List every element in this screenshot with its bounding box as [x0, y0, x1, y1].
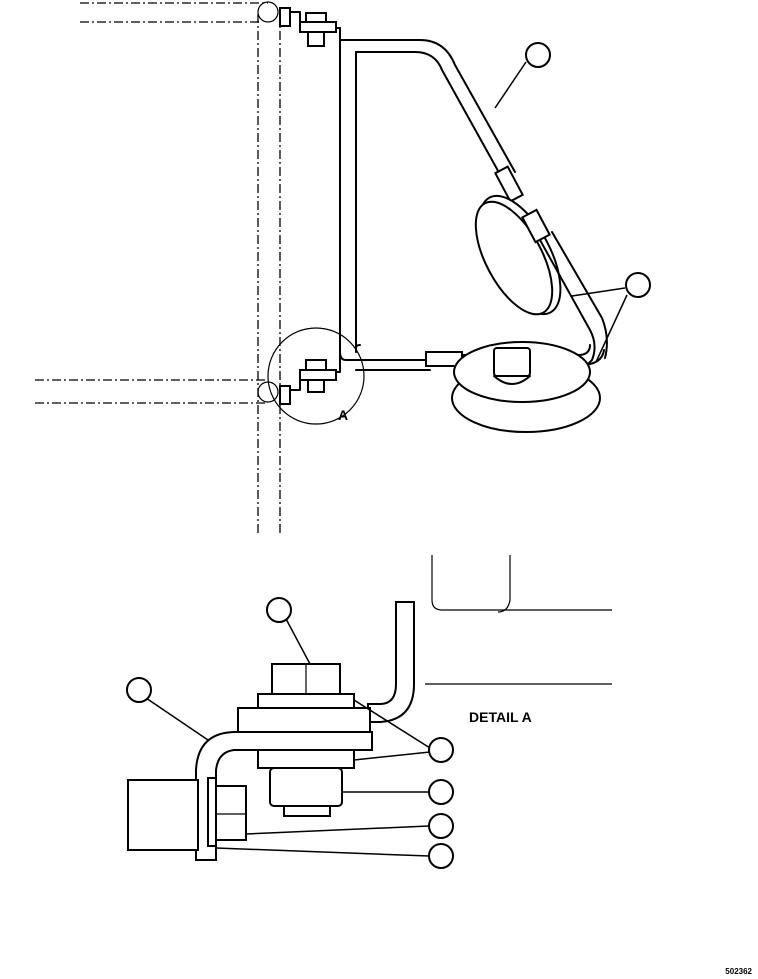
- balloon-mirror-arm: [525, 42, 551, 68]
- callout-detail-bolt: [266, 597, 311, 665]
- callout-detail-clamp: [245, 813, 454, 839]
- cab-frame-phantom-lines: [35, 2, 281, 535]
- balloon-detail-washer: [428, 737, 454, 763]
- callout-detail-bracket: [126, 677, 209, 741]
- callout-mirror-heads: [571, 272, 651, 363]
- vertical-support-tube: [339, 39, 525, 353]
- lower-mirror-head: [451, 341, 601, 433]
- drawing-number: 502362: [725, 967, 752, 976]
- balloon-detail-bolt: [266, 597, 292, 623]
- balloon-detail-clamp: [428, 813, 454, 839]
- upper-mirror-head: [474, 194, 608, 373]
- frame-corner-top: [257, 1, 279, 23]
- lower-mount-bracket: [279, 349, 341, 405]
- callout-mirror-arm: [494, 42, 551, 109]
- balloon-detail-bracket: [126, 677, 152, 703]
- detail-a-title: DETAIL A: [469, 709, 532, 725]
- balloon-detail-nut: [428, 779, 454, 805]
- detail-a-circle: [267, 327, 365, 425]
- upper-mount-bracket: [279, 7, 341, 51]
- callout-detail-washer: [353, 699, 454, 763]
- callout-detail-block: [215, 843, 454, 869]
- detail-a-view: [127, 555, 612, 861]
- balloon-mirror-heads: [625, 272, 651, 298]
- frame-corner-bottom: [257, 381, 279, 403]
- balloon-detail-block: [428, 843, 454, 869]
- callout-detail-nut: [342, 779, 454, 805]
- detail-a-marker: A: [338, 407, 348, 423]
